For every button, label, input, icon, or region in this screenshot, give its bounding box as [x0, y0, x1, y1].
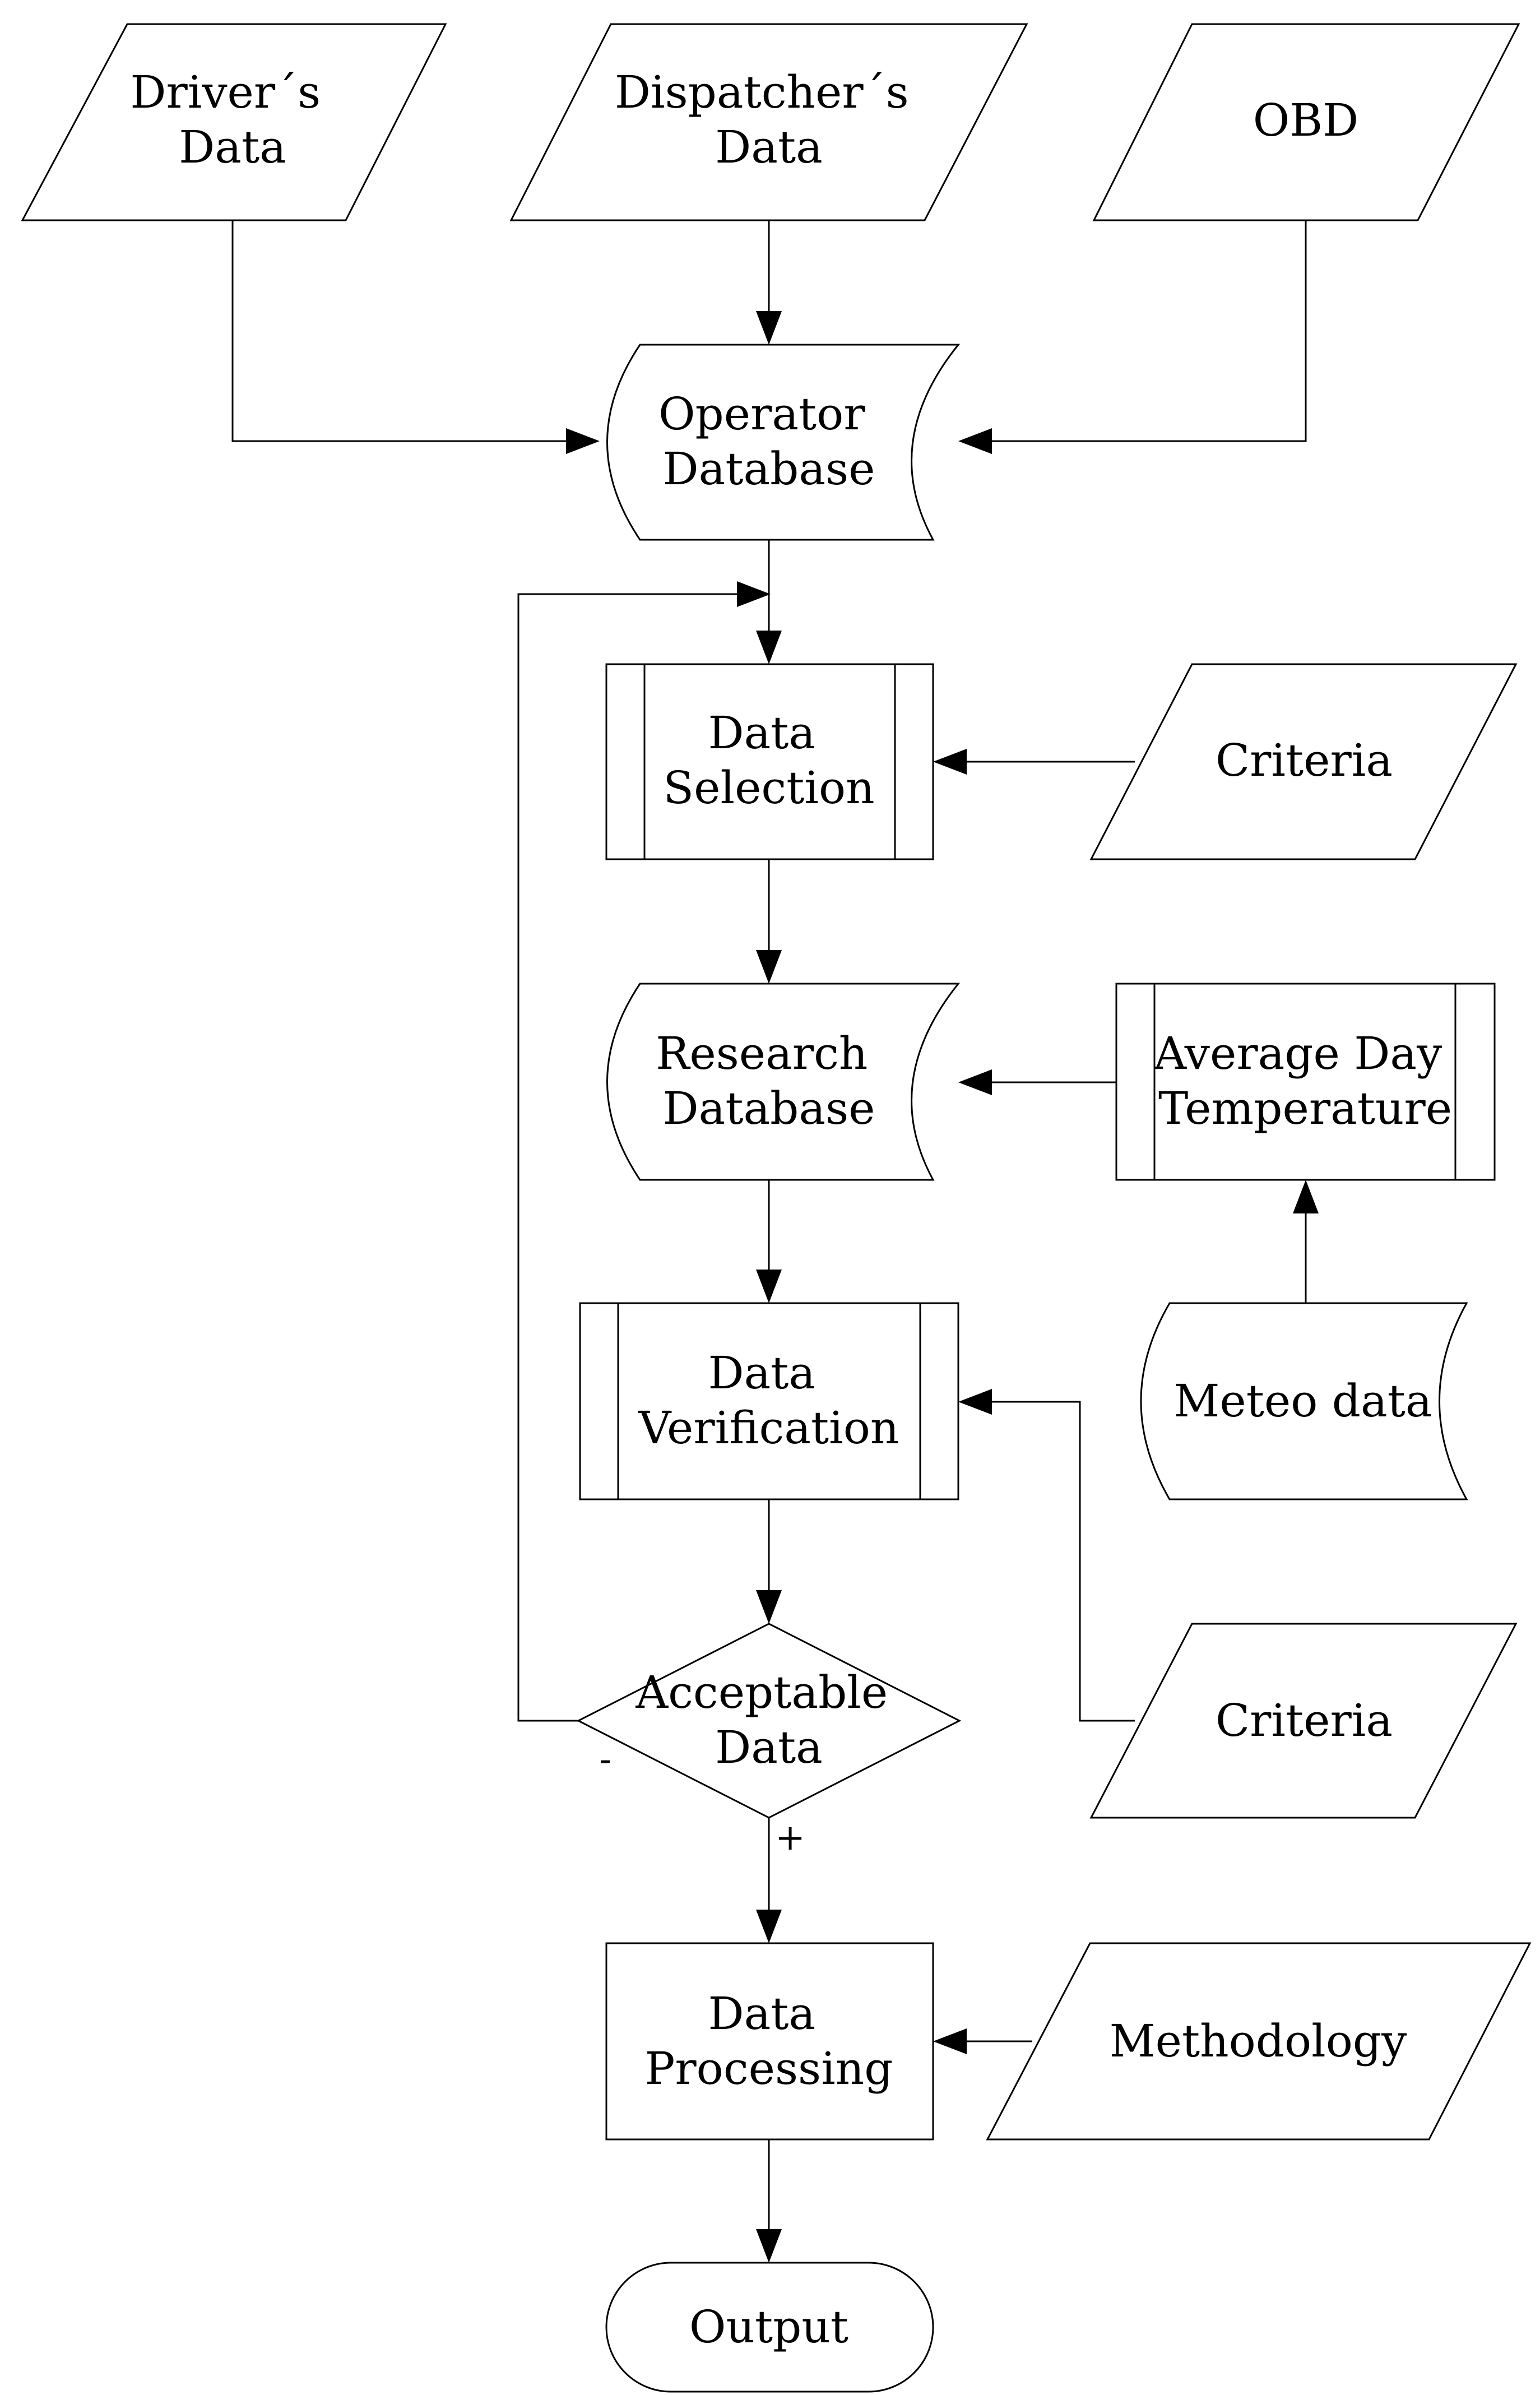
input-shape: [509, 23, 1028, 221]
terminator-shape: [605, 2262, 934, 2393]
arrowhead-methodology-to-processing: [933, 2028, 967, 2054]
input-shape: [1089, 1623, 1518, 1819]
arrowhead-decision-reject-loop: [737, 581, 771, 607]
node-criteria-selection: Criteria: [1089, 663, 1518, 860]
database-shape: [606, 983, 961, 1181]
arrowhead-temperature-to-research: [958, 1069, 992, 1095]
connector-obd-to-operator: [992, 220, 1307, 442]
connectors: [231, 220, 1319, 2263]
connector-criteria-to-verification: [992, 1401, 1135, 1722]
node-obd: OBD: [1092, 23, 1520, 221]
arrowhead-processing-to-output: [756, 2229, 782, 2263]
arrowhead-drivers-to-operator: [566, 428, 600, 454]
arrowhead-decision-accept: [756, 1910, 782, 1943]
arrowhead-criteria-to-selection: [933, 749, 967, 775]
node-label: Driver´s Data: [130, 66, 335, 173]
arrowhead-verification-to-decision: [756, 1590, 782, 1624]
node-methodology: Methodology: [986, 1942, 1532, 2141]
node-drivers-data: Driver´s Data: [21, 23, 447, 221]
node-label: Meteo data: [1173, 1375, 1432, 1427]
arrowhead-criteria-to-verification: [958, 1389, 992, 1415]
connector-decision-reject-loop: [517, 593, 737, 1722]
node-acceptable-data: Acceptable Data - +: [576, 1623, 962, 1859]
arrowhead-obd-to-operator: [958, 428, 992, 454]
process-shape: [605, 663, 934, 860]
process-shape: [579, 1302, 959, 1500]
node-data-selection: Data Selection: [605, 663, 934, 860]
arrowhead-selection-to-research: [756, 950, 782, 984]
database-shape: [606, 344, 961, 541]
node-label: Acceptable Data: [635, 1666, 902, 1773]
reject-sign: -: [599, 1739, 611, 1780]
process-shape: [1115, 983, 1496, 1181]
node-label: Average Day Temperature: [1153, 1027, 1456, 1134]
node-label: Data Selection: [663, 707, 874, 814]
node-average-day-temperature: Average Day Temperature: [1115, 983, 1496, 1181]
process-shape: [605, 1942, 934, 2141]
node-data-verification: Data Verification: [579, 1302, 959, 1500]
node-label: Dispatcher´s Data: [615, 66, 923, 173]
node-research-database: Research Database: [606, 983, 961, 1181]
database-shape: [1140, 1302, 1468, 1500]
node-label: Operator Database: [658, 388, 879, 495]
input-shape: [1089, 663, 1518, 860]
node-dispatchers-data: Dispatcher´s Data: [509, 23, 1028, 221]
decision-shape: [576, 1623, 962, 1819]
connector-drivers-to-operator: [231, 220, 566, 442]
node-label: Output: [689, 2301, 848, 2353]
arrowhead-meteo-to-temperature: [1293, 1180, 1319, 1213]
accept-sign: +: [775, 1817, 805, 1859]
node-label: Criteria: [1216, 734, 1393, 786]
node-criteria-verification: Criteria: [1089, 1623, 1518, 1819]
node-label: Criteria: [1216, 1694, 1393, 1747]
node-label: OBD: [1253, 94, 1359, 146]
arrowhead-dispatchers-to-operator: [756, 311, 782, 345]
node-label: Data Verification: [638, 1347, 899, 1454]
input-shape: [1092, 23, 1520, 221]
arrowhead-operator-to-selection: [756, 631, 782, 664]
input-shape: [986, 1942, 1532, 2141]
node-output: Output: [605, 2262, 934, 2393]
node-label: Research Database: [656, 1027, 882, 1134]
node-label: Methodology: [1110, 2015, 1407, 2067]
node-data-processing: Data Processing: [605, 1942, 934, 2141]
arrowhead-research-to-verification: [756, 1270, 782, 1303]
node-meteo-data: Meteo data: [1140, 1302, 1468, 1500]
node-label: Data Processing: [645, 1988, 893, 2095]
node-operator-database: Operator Database: [606, 344, 961, 541]
input-shape: [21, 23, 447, 221]
